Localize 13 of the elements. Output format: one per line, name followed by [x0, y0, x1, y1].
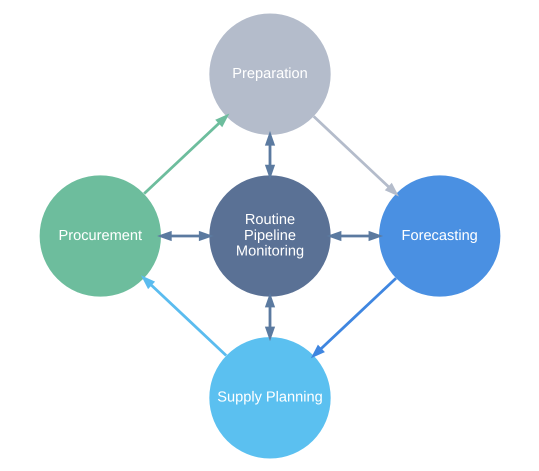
arrow: [264, 130, 275, 179]
arrow: [264, 292, 275, 341]
arrow: [310, 276, 396, 358]
arrow: [142, 112, 229, 194]
arrow: [156, 230, 214, 241]
arrow: [326, 230, 383, 241]
node-circle: Forecasting: [378, 174, 500, 296]
arrow: [140, 274, 227, 356]
node-circle: Supply Planning: [208, 336, 330, 458]
node-circle: Preparation: [208, 13, 330, 134]
arrow: [312, 114, 398, 196]
node-circle: Routine Pipeline Monitoring: [208, 174, 330, 296]
node-circle: Procurement: [39, 174, 160, 296]
